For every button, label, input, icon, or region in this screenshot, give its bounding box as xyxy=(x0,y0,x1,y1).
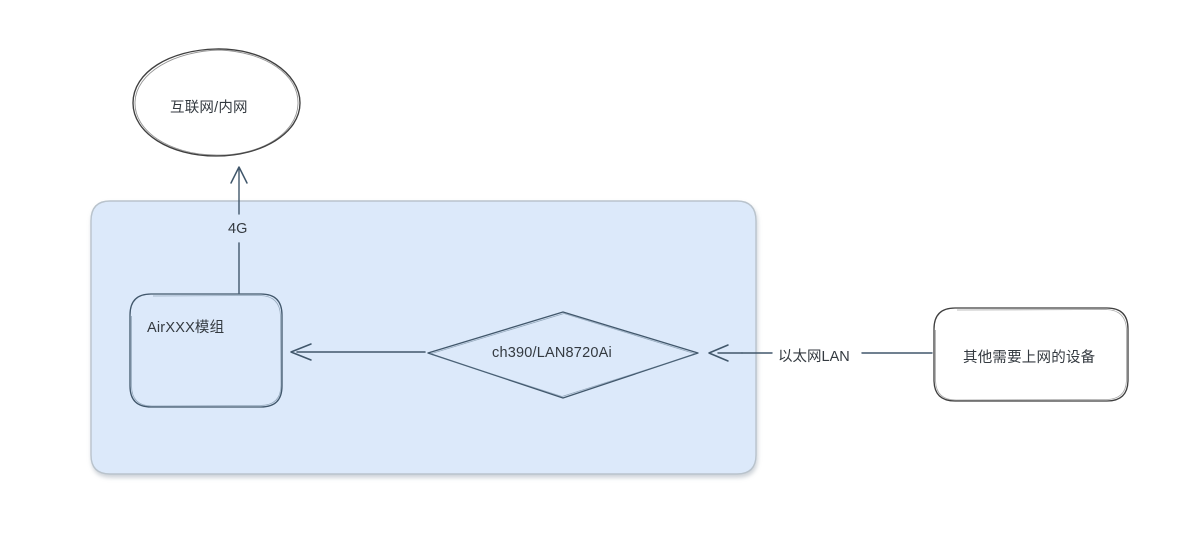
edge-devices-to-chip-line xyxy=(708,344,933,362)
other-devices-shape xyxy=(933,307,1129,402)
device-boundary-shape xyxy=(90,200,757,475)
phy-chip-shape xyxy=(427,311,699,399)
edge-4g-line xyxy=(230,166,248,294)
edge-chip-to-module-line xyxy=(290,343,426,361)
internet-ellipse-shape xyxy=(132,48,301,157)
air-module-shape xyxy=(129,293,283,408)
